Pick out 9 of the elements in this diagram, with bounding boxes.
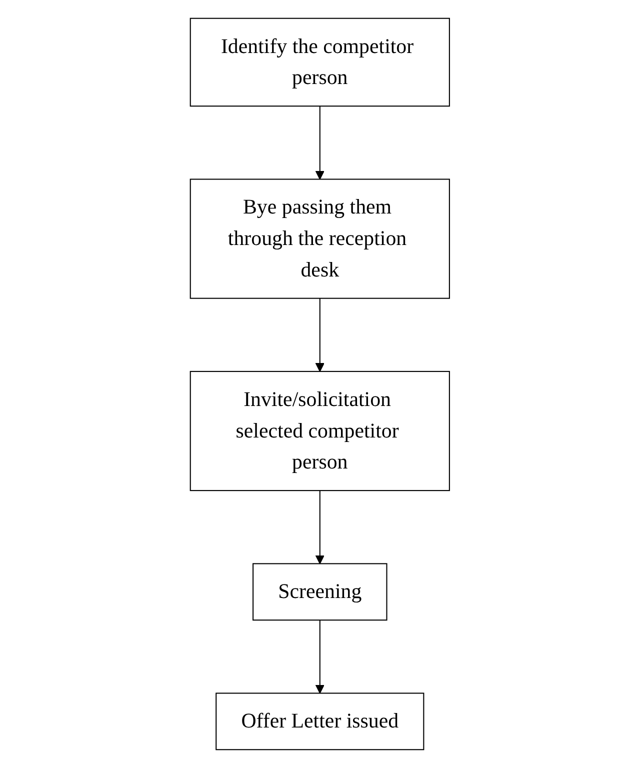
arrow (314, 620, 324, 694)
node-box: Invite/solicitation selected competitor person (189, 370, 450, 492)
arrow (314, 490, 324, 564)
arrow (314, 298, 324, 372)
node-box: Identify the competitor person (189, 18, 450, 107)
node-box: Offer Letter issued (215, 692, 424, 750)
node-box: Screening (252, 563, 387, 621)
node-box: Bye passing them through the reception desk (189, 178, 450, 299)
arrow (314, 106, 324, 180)
